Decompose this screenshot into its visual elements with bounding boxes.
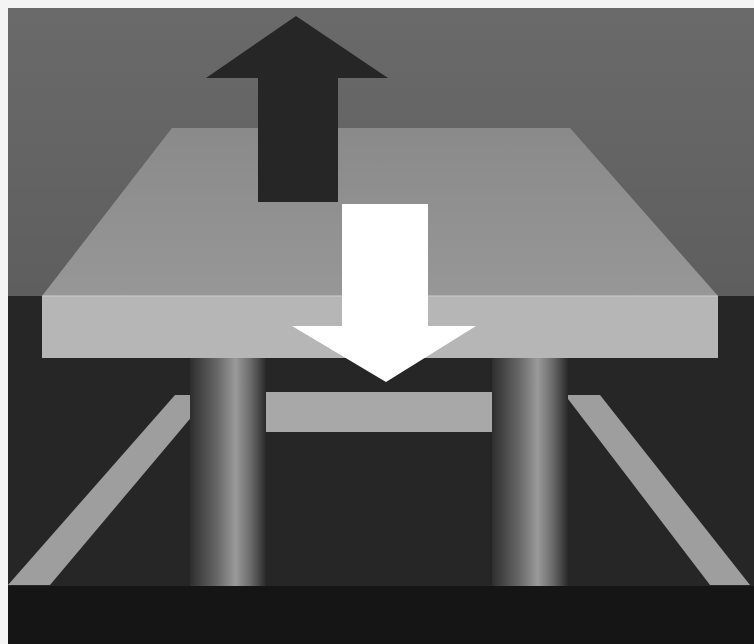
left-diagonal-beam — [8, 395, 210, 585]
right-column — [492, 356, 568, 588]
up-arrow — [206, 16, 388, 202]
back-beam — [260, 392, 500, 432]
left-column — [190, 356, 266, 588]
down-arrow — [292, 204, 476, 382]
floor — [8, 586, 754, 644]
right-diagonal-beam — [565, 395, 750, 585]
